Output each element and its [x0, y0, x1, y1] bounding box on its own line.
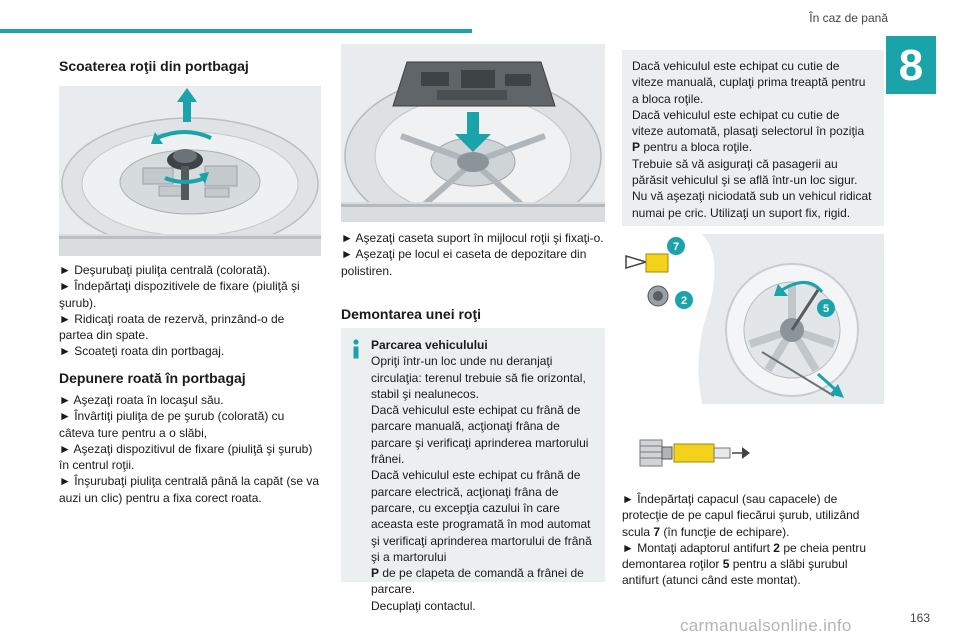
note-gearbox: Dacă vehiculul este echipat cu cutie de …	[622, 50, 884, 226]
list-item: ► Montaţi adaptorul antifurt 2 pe cheia …	[622, 540, 867, 588]
heading-wheel-removal: Demontarea unei roţi	[341, 306, 482, 322]
steps-storage: ► Aşezaţi caseta suport în mijlocul roţi…	[341, 230, 605, 279]
wheel-tools-illustration: 7 2 5	[622, 234, 884, 404]
header-accent-bar	[0, 29, 472, 33]
callout-7-label: 7	[673, 241, 679, 253]
note-text: Nu vă aşezaţi niciodată sub un vehicul r…	[632, 189, 872, 220]
heading-store-wheel: Depunere roată în portbagaj	[59, 370, 246, 386]
list-item: ► Îndepărtaţi capacul (sau capacele) de …	[622, 492, 860, 539]
bolt-cap-illustration	[639, 439, 750, 467]
note-text: Dacă vehiculul este echipat cu cutie de …	[632, 59, 866, 106]
list-item: ► Ridicaţi roata de rezervă, prinzând-o …	[59, 311, 285, 343]
figure-bolt-cap	[622, 404, 884, 480]
list-item: ► Învârtiţi piuliţa de pe şurub (colorat…	[59, 409, 285, 440]
callout-2-icon	[675, 291, 693, 309]
note-text: Trebuie să vă asiguraţi că pasagerii au …	[632, 156, 858, 188]
steps-antitheft: ► Îndepărtaţi capacul (sau capacele) de …	[622, 491, 884, 589]
callout-5-label: 5	[823, 303, 829, 315]
note-parking: Parcarea vehiculului Opriţi într-un loc …	[341, 328, 605, 613]
callout-5-icon	[817, 299, 835, 317]
list-item: ► Aşezaţi roata în locaşul său.	[59, 393, 224, 407]
note-text: Dacă vehiculul este echipat cu frână de …	[371, 468, 592, 597]
list-item: ► Deşurubaţi piuliţa centrală (colorată)…	[59, 263, 271, 277]
spare-wheel-illustration	[59, 86, 321, 256]
steps-remove: ► Deşurubaţi piuliţa centrală (colorată)…	[59, 262, 321, 360]
callout-7-icon	[667, 237, 685, 255]
storage-box-illustration	[341, 44, 605, 222]
steps-store: ► Aşezaţi roata în locaşul său. ► Învârt…	[59, 392, 321, 506]
list-item: ► Aşezaţi pe locul ei caseta de depozita…	[341, 247, 587, 278]
list-item: ► Înşurubaţi piuliţa centrală până la ca…	[59, 474, 320, 505]
callout-2-label: 2	[681, 295, 687, 307]
list-item: ► Aşezaţi caseta suport în mijlocul roţi…	[341, 231, 604, 245]
figure-wheel-tools: 7 2 5	[622, 234, 884, 404]
page-number: 163	[909, 611, 930, 625]
figure-storage-box	[341, 44, 605, 222]
info-icon	[353, 339, 359, 359]
list-item: ► Scoateţi roata din portbagaj.	[59, 344, 225, 359]
note-text: Opriţi într-un loc unde nu deranjaţi cir…	[371, 354, 586, 401]
chapter-number: 8	[898, 41, 924, 90]
figure-spare-wheel-remove	[59, 86, 321, 256]
heading-remove-wheel: Scoaterea roţii din portbagaj	[59, 58, 249, 74]
list-item: ► Îndepărtaţi dispozitivele de fixare (p…	[59, 279, 300, 310]
note-title: Parcarea vehiculului	[371, 338, 488, 352]
list-item: ► Aşezaţi dispozitivul de fixare (piuliţ…	[59, 441, 313, 473]
section-title: În caz de pană	[809, 11, 888, 25]
note-text: Decuplaţi contactul.	[371, 598, 476, 613]
chapter-tab	[886, 36, 936, 94]
note-text: Dacă vehiculul este echipat cu frână de …	[371, 403, 589, 467]
note-text: Dacă vehiculul este echipat cu cutie de …	[632, 107, 865, 155]
watermark: carmanualsonline.info	[680, 616, 852, 635]
